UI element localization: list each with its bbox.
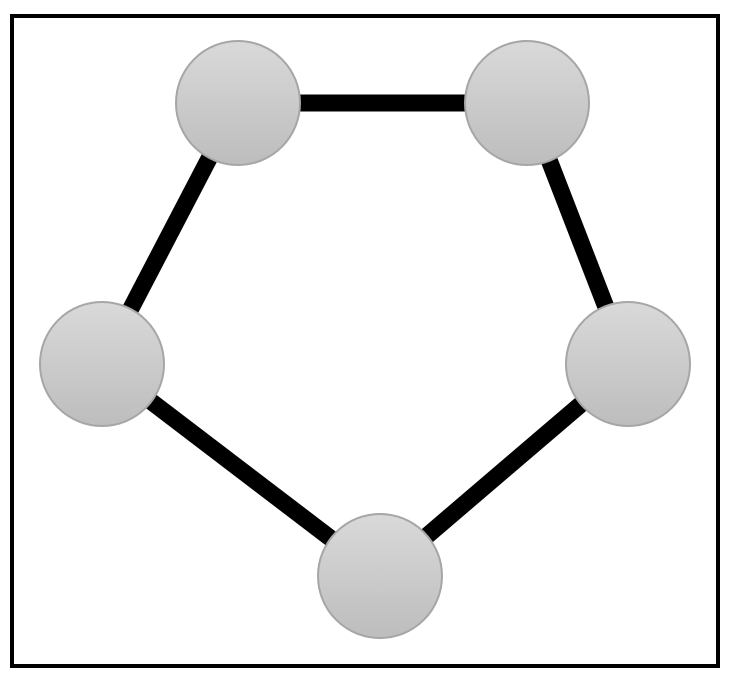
node-top-right (464, 40, 590, 166)
node-right (565, 301, 691, 427)
node-top-left (175, 40, 301, 166)
node-left (39, 301, 165, 427)
node-bottom (317, 513, 443, 639)
nodes-group (39, 40, 691, 639)
